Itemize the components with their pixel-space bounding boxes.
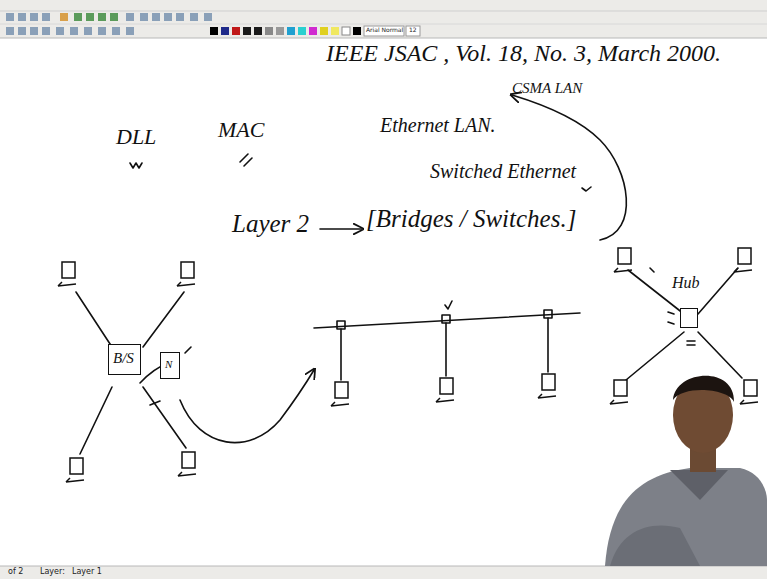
tick-mark (582, 187, 591, 191)
topic-note: Switched Ethernet (430, 160, 576, 182)
status-bar (0, 566, 767, 579)
lecturer (605, 376, 767, 566)
tick-mark (150, 401, 160, 405)
topic-note: Ethernet LAN. (380, 114, 496, 136)
tap (544, 310, 552, 318)
node-text: B/S (113, 350, 136, 367)
tick-mark (130, 163, 142, 168)
hub-square (680, 308, 698, 328)
tap (337, 321, 345, 329)
page-count: of 2 (8, 568, 23, 577)
cable (76, 292, 112, 347)
layer-caption: Layer: (40, 568, 65, 577)
cable (341, 318, 548, 380)
toolbar (0, 0, 767, 38)
topic-note: DLL (116, 125, 156, 149)
bridge-switch-box: B/S (108, 344, 141, 375)
arrow (320, 228, 362, 230)
tick-mark (240, 154, 252, 166)
computer-icons (58, 248, 758, 482)
hub-box: Hub (672, 274, 704, 328)
topic-note: CSMA LAN (512, 80, 582, 97)
font-name: Arial Normal (366, 27, 403, 34)
cable (143, 387, 186, 448)
layer-name: Layer 1 (72, 568, 102, 577)
layer-note: Layer 2 (232, 210, 309, 238)
bus-line (314, 313, 580, 328)
tick-mark (185, 347, 191, 353)
tap (442, 315, 450, 323)
cable (698, 332, 742, 378)
cable (698, 268, 738, 314)
topic-note: MAC (218, 118, 264, 142)
device-note: [Bridges / Switches.] (366, 205, 576, 233)
curved-arrow (180, 370, 314, 443)
reference-note: IEEE JSAC , Vol. 18, No. 3, March 2000. (326, 40, 721, 66)
cable (626, 332, 684, 380)
toolbar-icons (6, 13, 212, 35)
color-palette (210, 26, 420, 36)
port-box: N (160, 352, 180, 379)
node-text: N (165, 358, 175, 370)
cable (143, 292, 184, 347)
cable (80, 387, 112, 454)
font-size: 12 (409, 27, 417, 34)
tick-mark (445, 301, 452, 309)
node-text: Hub (672, 274, 704, 292)
